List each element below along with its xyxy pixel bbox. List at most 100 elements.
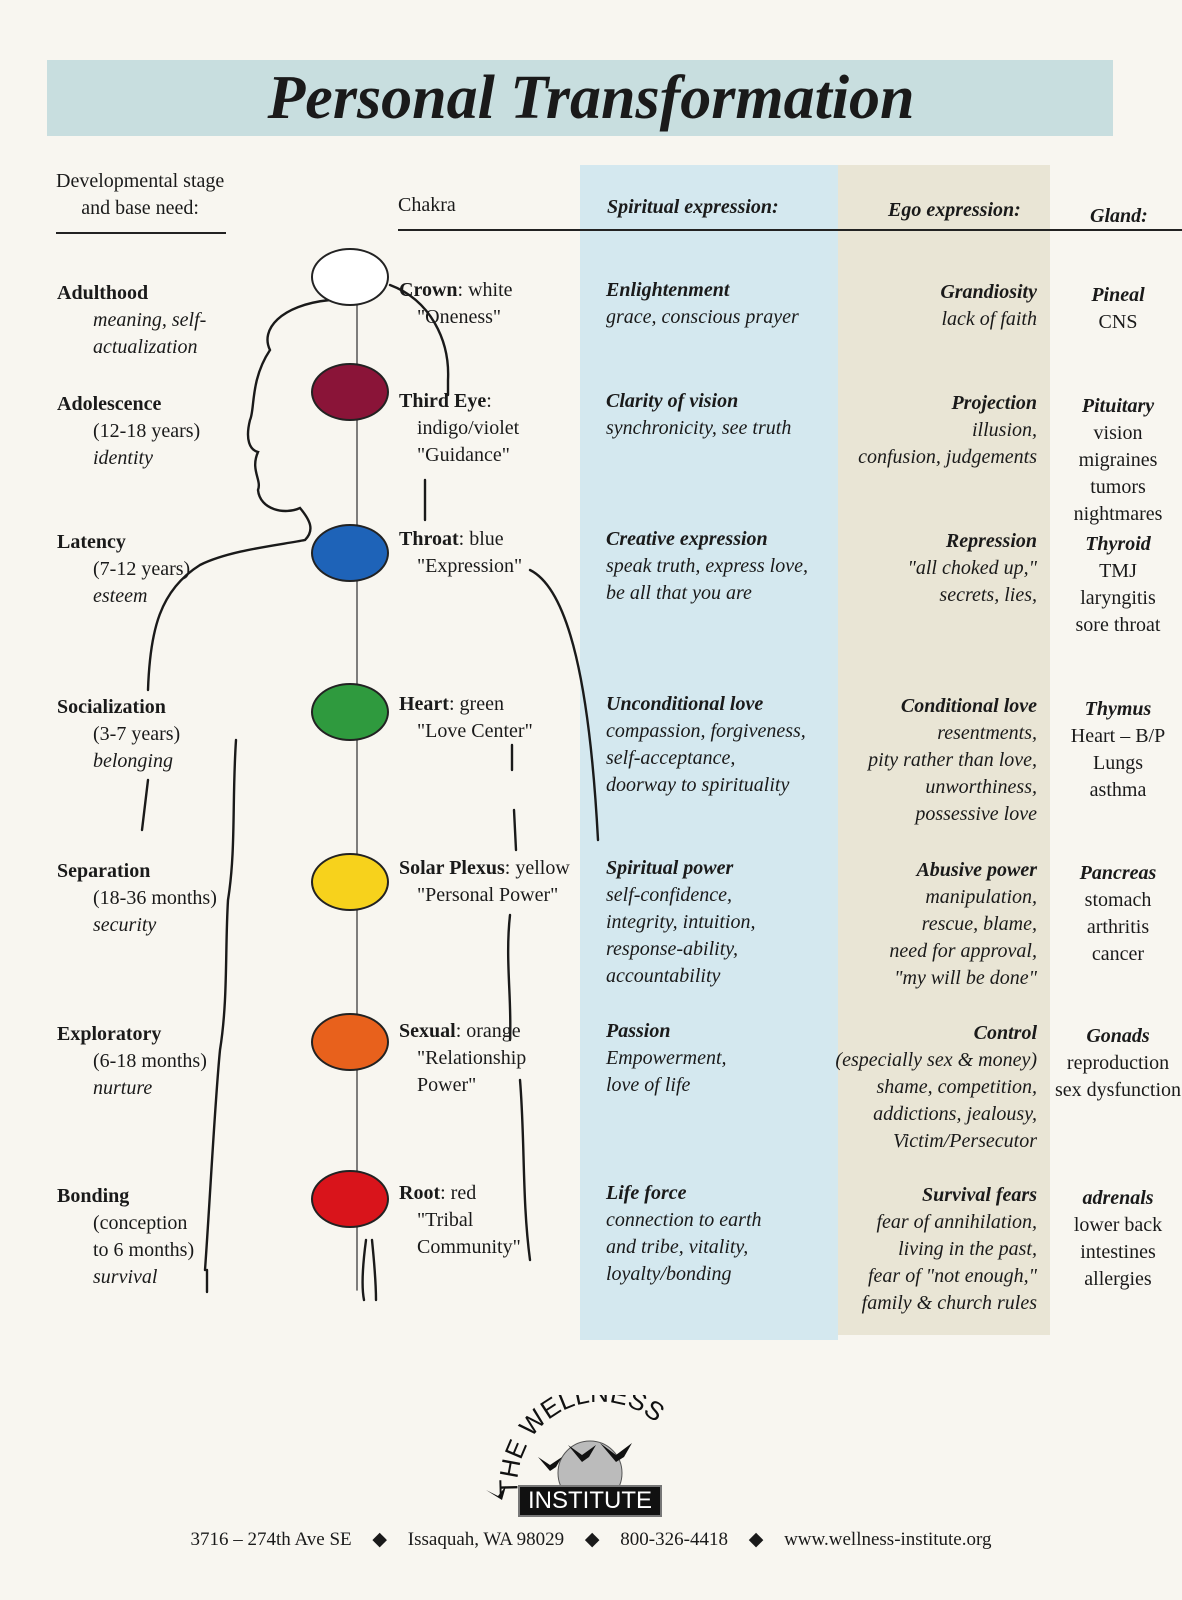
ego-detail: illusion,	[971, 419, 1037, 441]
spiritual-detail: grace, conscious prayer	[606, 306, 799, 328]
stage-cell: Exploratory(6-18 months)nurture	[57, 1021, 207, 1102]
stage-detail: nurture	[93, 1077, 153, 1099]
spiritual-detail: synchronicity, see truth	[606, 417, 792, 439]
spiritual-title: Clarity of vision	[606, 390, 739, 412]
chakra-cell: Crown: white"Oneness"	[399, 277, 513, 331]
ego-detail: need for approval,	[889, 940, 1037, 962]
header-ego: Ego expression:	[888, 199, 1021, 221]
gland-detail: laryngitis	[1080, 587, 1156, 609]
stage-detail: belonging	[93, 750, 173, 772]
stage-detail: (12-18 years)	[93, 420, 201, 442]
footer-city: Issaquah, WA 98029	[407, 1529, 565, 1550]
chakra-detail: Community"	[417, 1236, 521, 1258]
chakra-heading: Root: red	[399, 1180, 521, 1207]
chakra-detail: "Personal Power"	[417, 884, 559, 906]
chakra-dot-sexual	[311, 1013, 389, 1071]
chakra-cell: Solar Plexus: yellow"Personal Power"	[399, 855, 570, 909]
ego-detail: Victim/Persecutor	[892, 1130, 1037, 1152]
gland-detail: migraines	[1078, 449, 1158, 471]
chakra-color: : yellow	[504, 857, 570, 879]
stage-detail: actualization	[93, 336, 198, 358]
ego-detail: lack of faith	[941, 308, 1037, 330]
ego-cell: Repression"all choked up,"secrets, lies,	[800, 528, 1037, 609]
stage-name: Separation	[57, 860, 151, 882]
spiritual-detail: Empowerment,	[606, 1047, 727, 1069]
stage-detail: (conception	[93, 1212, 188, 1234]
chakra-name: Sexual	[399, 1020, 456, 1042]
footer-website[interactable]: www.wellness-institute.org	[784, 1529, 992, 1550]
spiritual-detail: accountability	[606, 965, 721, 987]
chakra-name: Heart	[399, 693, 449, 715]
spiritual-detail: integrity, intuition,	[606, 911, 756, 933]
gland-detail: Lungs	[1093, 752, 1143, 774]
chakra-detail: "Love Center"	[417, 720, 533, 742]
ego-cell: Projection illusion, confusion, judgements	[800, 390, 1037, 471]
chakra-heading: Sexual: orange	[399, 1018, 526, 1045]
stage-detail: (3-7 years)	[93, 723, 181, 745]
ego-title: Conditional love	[900, 695, 1037, 717]
spiritual-detail: love of life	[606, 1074, 691, 1096]
divider	[56, 232, 226, 234]
chakra-color: : blue	[458, 528, 504, 550]
stage-cell: Latency(7-12 years)esteem	[57, 529, 190, 610]
gland-detail: lower back	[1073, 1214, 1163, 1236]
chakra-name: Crown	[399, 279, 458, 301]
separator-diamond-icon: ◆	[748, 1529, 764, 1550]
chakra-cell: Heart: green"Love Center"	[399, 691, 533, 745]
chakra-detail: "Expression"	[417, 555, 523, 577]
stage-cell: Socialization(3-7 years)belonging	[57, 694, 180, 775]
chakra-heading: Third Eye:	[399, 388, 519, 415]
spiritual-detail: and tribe, vitality,	[606, 1236, 749, 1258]
stage-name: Bonding	[57, 1185, 130, 1207]
stage-name: Latency	[57, 531, 126, 553]
ego-detail: confusion, judgements	[858, 446, 1037, 468]
chakra-detail: "Oneness"	[417, 306, 502, 328]
spiritual-detail: compassion, forgiveness,	[606, 720, 806, 742]
stage-detail: security	[93, 914, 157, 936]
ego-detail: (especially sex & money)	[835, 1049, 1037, 1071]
stage-cell: Separation(18-36 months)security	[57, 858, 217, 939]
spiritual-title: Unconditional love	[606, 693, 764, 715]
gland-detail: arthritis	[1086, 916, 1150, 938]
footer: 3716 – 274th Ave SE ◆ Issaquah, WA 98029…	[0, 1528, 1182, 1551]
chakra-detail: indigo/violet	[417, 417, 520, 439]
ego-title: Projection	[951, 392, 1037, 414]
separator-diamond-icon: ◆	[584, 1529, 600, 1550]
ego-detail: manipulation,	[925, 886, 1037, 908]
gland-detail: sore throat	[1075, 614, 1161, 636]
gland-title: Thyroid	[1085, 533, 1151, 555]
ego-detail: pity rather than love,	[868, 749, 1037, 771]
chakra-name: Third Eye	[399, 390, 487, 412]
body-outline-drawing	[140, 283, 600, 1302]
stage-name: Adolescence	[57, 393, 162, 415]
gland-title: Pineal	[1091, 284, 1145, 306]
stage-detail: survival	[93, 1266, 158, 1288]
stage-detail: to 6 months)	[93, 1239, 195, 1261]
chakra-heading: Crown: white	[399, 277, 513, 304]
chakra-heading: Solar Plexus: yellow	[399, 855, 570, 882]
spiritual-title: Enlightenment	[606, 279, 730, 301]
logo-badge: INSTITUTE	[518, 1485, 662, 1517]
gland-detail: stomach	[1084, 889, 1152, 911]
footer-address: 3716 – 274th Ave SE	[190, 1529, 352, 1550]
ego-detail: living in the past,	[898, 1238, 1037, 1260]
ego-title: Abusive power	[916, 859, 1037, 881]
gland-detail: allergies	[1084, 1268, 1152, 1290]
ego-detail: resentments,	[937, 722, 1037, 744]
gland-detail: cancer	[1091, 943, 1145, 965]
gland-detail: tumors	[1090, 476, 1146, 498]
spiritual-cell: Enlightenment grace, conscious prayer	[606, 277, 841, 331]
ego-detail: unworthiness,	[925, 776, 1037, 798]
chakra-color: : orange	[455, 1020, 521, 1042]
gland-title: adrenals	[1082, 1187, 1154, 1209]
